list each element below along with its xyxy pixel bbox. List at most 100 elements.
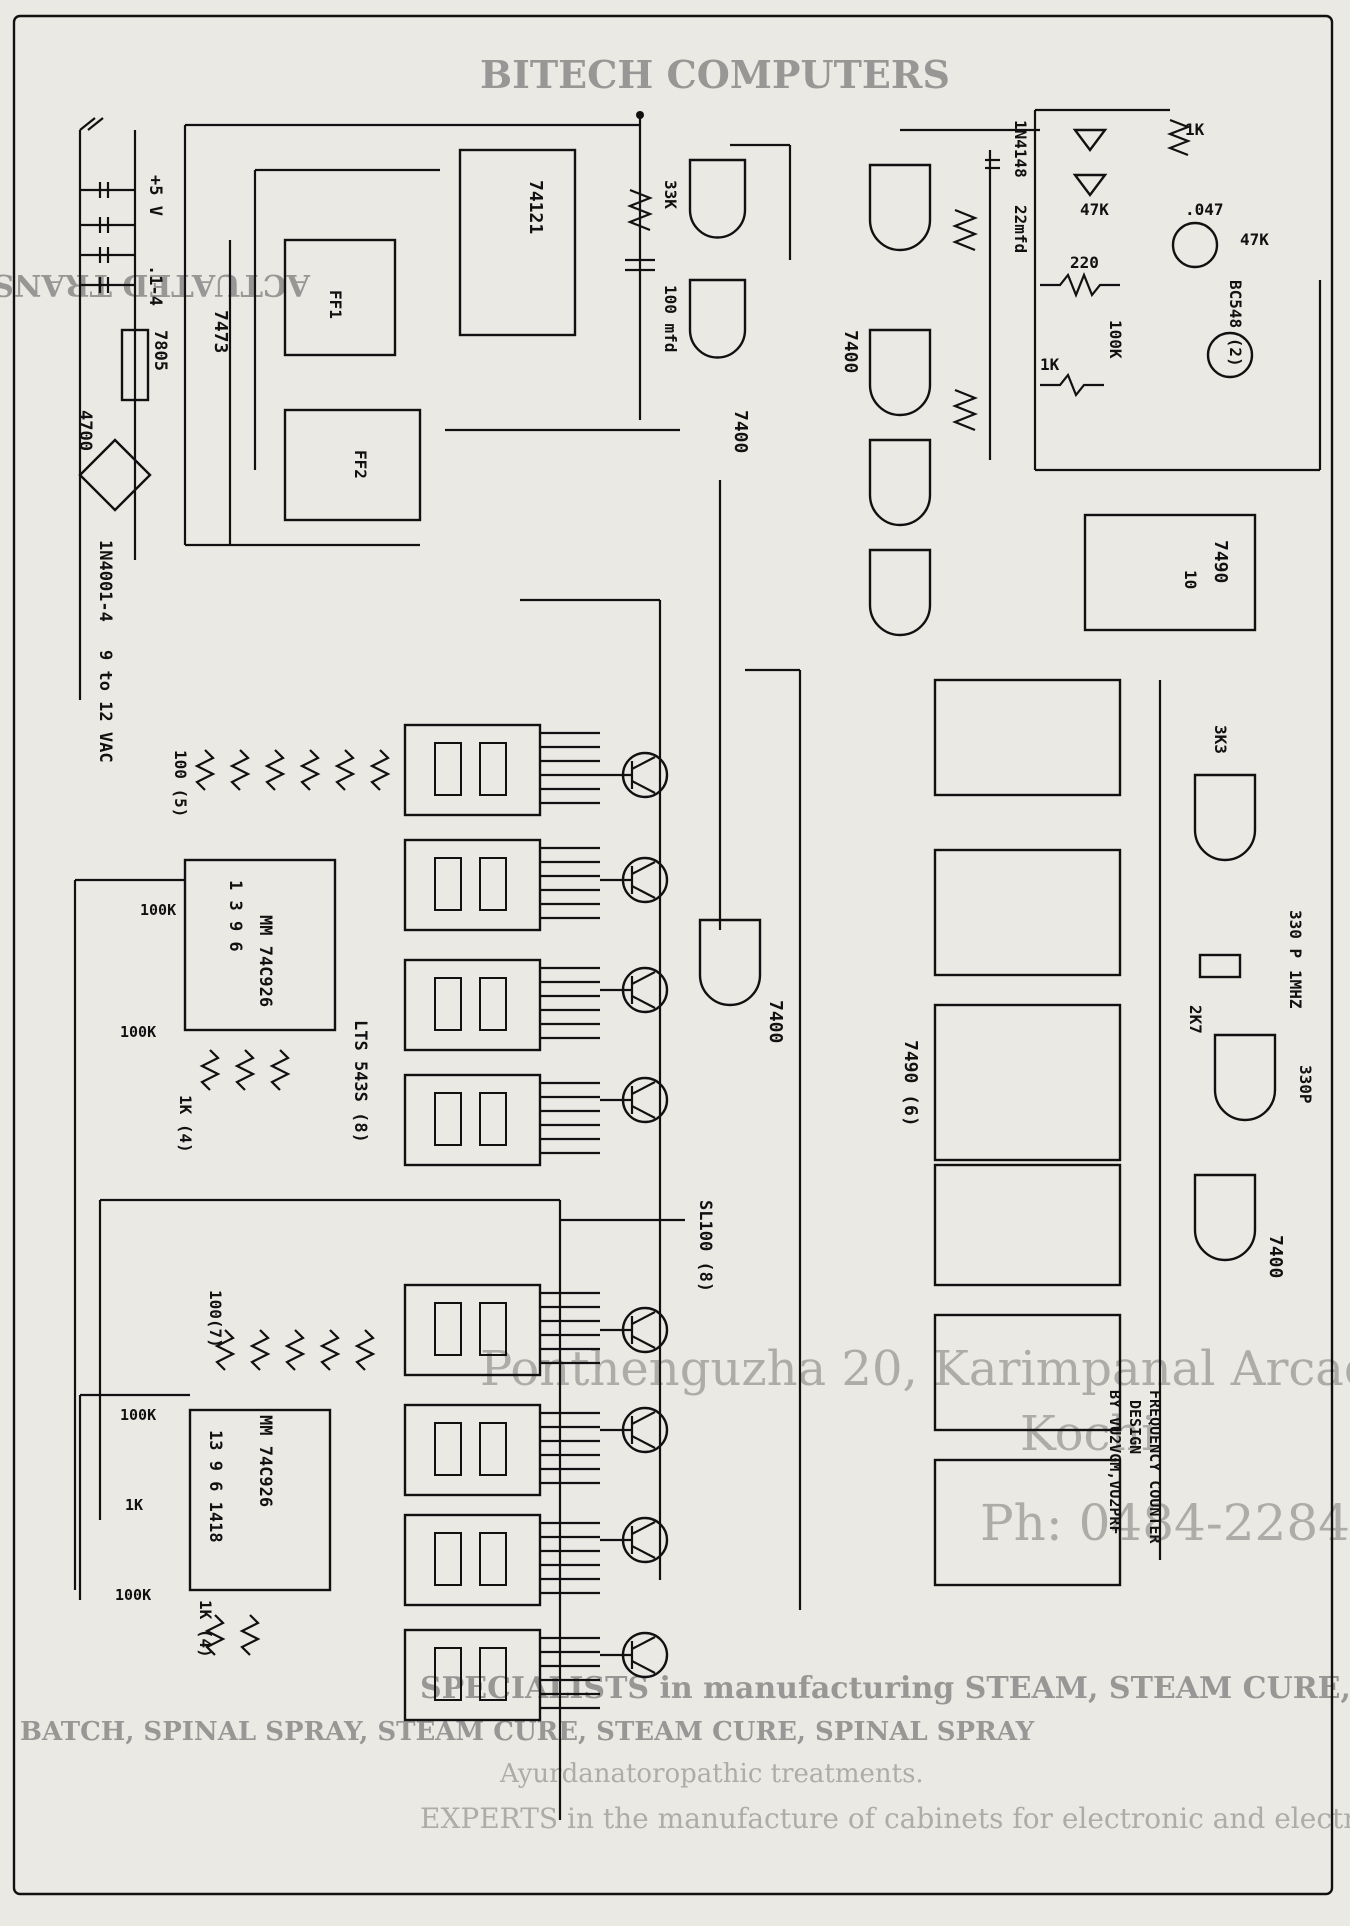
- nand-7400-centre: 7400: [698, 918, 786, 1043]
- driver-transistor: [600, 856, 669, 904]
- input-gate-3: [868, 438, 932, 527]
- displays-label: LTS 543S (8): [350, 1020, 370, 1143]
- input-gate-2: [868, 328, 932, 417]
- power-supply: +5 V .1-4 7805 4700 1N4001-4 9 to 12 VAC: [75, 117, 170, 763]
- diode-2: [1072, 173, 1108, 197]
- vcc-node: [636, 111, 644, 119]
- vcc-label: +5 V: [145, 175, 165, 216]
- ad-line-3-ghost: Ph: 0484-2284107: [980, 1494, 1350, 1552]
- monostable-block: [458, 148, 577, 337]
- ff1-label: FF1: [326, 290, 345, 319]
- counter-upper: 1 3 9 6 MM 74C926 100 (5) 1K (4) 100K 10…: [120, 749, 391, 1153]
- specialists-1-ghost: SPECIALISTS in manufacturing STEAM, STEA…: [420, 1671, 1350, 1706]
- driver-transistor: [600, 1306, 669, 1354]
- counter-lower-block: [188, 1408, 332, 1592]
- counter-upper-pins: 1 3 9 6: [225, 880, 245, 952]
- display-column: [403, 723, 600, 1722]
- r-100k-a-label: 100K: [140, 901, 176, 919]
- r-100k-d-label: 100K: [115, 1586, 151, 1604]
- r-33k-label: 33K: [661, 180, 680, 209]
- bus-wires: [73, 480, 800, 1820]
- ff-pair-label: 7473: [210, 310, 231, 353]
- gate-centre: [698, 918, 762, 1007]
- diode-label: 1N4148: [1011, 120, 1030, 178]
- decade-top-label: 7490: [1210, 540, 1231, 583]
- regulator-7805: [120, 328, 150, 402]
- r-3k3-label: 3K3: [1211, 725, 1230, 754]
- r-2k7-label: 2K7: [1186, 1005, 1205, 1034]
- input-preamp: 1K .047 47K 47K 220 100K 1K BC548 (2): [1033, 108, 1322, 472]
- filter-cap-label: 4700: [75, 410, 95, 451]
- transistors-label: SL100 (8): [695, 1200, 715, 1292]
- flipflop-7473: 7473 FF1 FF2: [185, 168, 440, 547]
- credit-line-3: BY VU2VGM,VU2PRF: [1106, 1390, 1124, 1535]
- crystal-oscillator: 330 P 1MHZ 330P 2K7 3K3 7400: [1186, 725, 1315, 1278]
- osc-transistors-label: BC548 (2): [1226, 280, 1245, 367]
- decade-1: [933, 678, 1122, 797]
- gates-mid-label: 7400: [840, 330, 861, 373]
- c-100mfd-label: 100 mfd: [661, 285, 680, 352]
- r-100-7-label: 100(7): [206, 1290, 225, 1348]
- counter-lower: 13 9 6 1418 MM 74C926 100(7) 1K (4) 100K…: [78, 1290, 376, 1658]
- seven-segment-display: [403, 838, 600, 932]
- decade-2: [933, 848, 1122, 977]
- c-22mfd-label: 22mfd: [1011, 205, 1030, 253]
- bridge-label: 1N4001-4: [95, 540, 115, 622]
- c-330p-b-label: 330P: [1296, 1065, 1315, 1104]
- osc-gate-3: [1193, 1173, 1257, 1262]
- seven-segment-display: [403, 723, 600, 817]
- osc-gate-1: [1193, 773, 1257, 862]
- r-100k-b-label: 100K: [120, 1023, 156, 1041]
- driver-transistor: [600, 1076, 669, 1124]
- r-1k-4b-label: 1K (4): [196, 1600, 215, 1658]
- c-330p-label: 330 P: [1286, 910, 1305, 958]
- driver-transistor: [600, 966, 669, 1014]
- ff2-label: FF2: [351, 450, 370, 479]
- ac-input-label: 9 to 12 VAC: [95, 650, 115, 763]
- r-1k-4a-label: 1K (4): [176, 1095, 195, 1153]
- osc-gate-2: [1213, 1033, 1277, 1122]
- masthead-ghost: BITECH COMPUTERS: [480, 52, 950, 97]
- r-1k-top-label: 1K: [1185, 120, 1205, 139]
- counter-lower-pins: 13 9 6 1418: [205, 1430, 225, 1543]
- ad-line-1-ghost: Ponthenguzha 20, Karimpanal Arcade: [480, 1341, 1350, 1397]
- driver-transistor: [600, 751, 669, 799]
- resistor-bank-upper: [194, 749, 391, 1091]
- driver-transistor: [600, 1631, 669, 1679]
- r-220-label: 220: [1070, 253, 1099, 272]
- seven-segment-display: [403, 1628, 600, 1722]
- counter-upper-block: [183, 858, 337, 1032]
- regulator-label: 7805: [150, 330, 170, 371]
- gate-centre-label: 7400: [765, 1000, 786, 1043]
- transistor-q2: [1206, 331, 1254, 379]
- monostable-label: 74121: [525, 180, 546, 234]
- crystal-1mhz: [1198, 953, 1242, 979]
- input-gates: 7400 1N4148 22mfd: [840, 120, 1040, 637]
- transistor-q1: [1171, 221, 1219, 269]
- ff1-block: [283, 238, 397, 357]
- diode-1: [1072, 128, 1108, 152]
- driver-transistors: [600, 751, 669, 1679]
- gates-top-label: 7400: [730, 410, 751, 453]
- nand-gate-b: [688, 278, 747, 359]
- monostable-74121: 74121 33K 100 mfd: [183, 111, 680, 545]
- counter-upper-label: MM 74C926: [255, 915, 275, 1007]
- page-border: [12, 14, 1334, 1896]
- seven-segment-display: [403, 1513, 600, 1607]
- driver-transistor: [600, 1516, 669, 1564]
- r-100k-label: 100K: [1106, 320, 1125, 359]
- ff2-block: [283, 408, 422, 522]
- decade-3: [933, 1003, 1122, 1162]
- crystal-label: 1MHZ: [1286, 970, 1305, 1009]
- ad-line-2-ghost: Kochi: [1020, 1406, 1157, 1462]
- r-100k-c-label: 100K: [120, 1406, 156, 1424]
- r-47k-a-label: 47K: [1080, 200, 1109, 219]
- resistor-bank-lower: [204, 1329, 376, 1656]
- design-credit: FREQUENCY COUNTER DESIGN BY VU2VGM,VU2PR…: [1106, 1390, 1164, 1544]
- nand-7400-top: 7400: [445, 143, 792, 453]
- specialists-3-ghost: Ayurdanatoropathic treatments.: [499, 1759, 924, 1789]
- r-47k-b-label: 47K: [1240, 230, 1269, 249]
- decade-chain: 7490 (6): [798, 670, 1162, 1610]
